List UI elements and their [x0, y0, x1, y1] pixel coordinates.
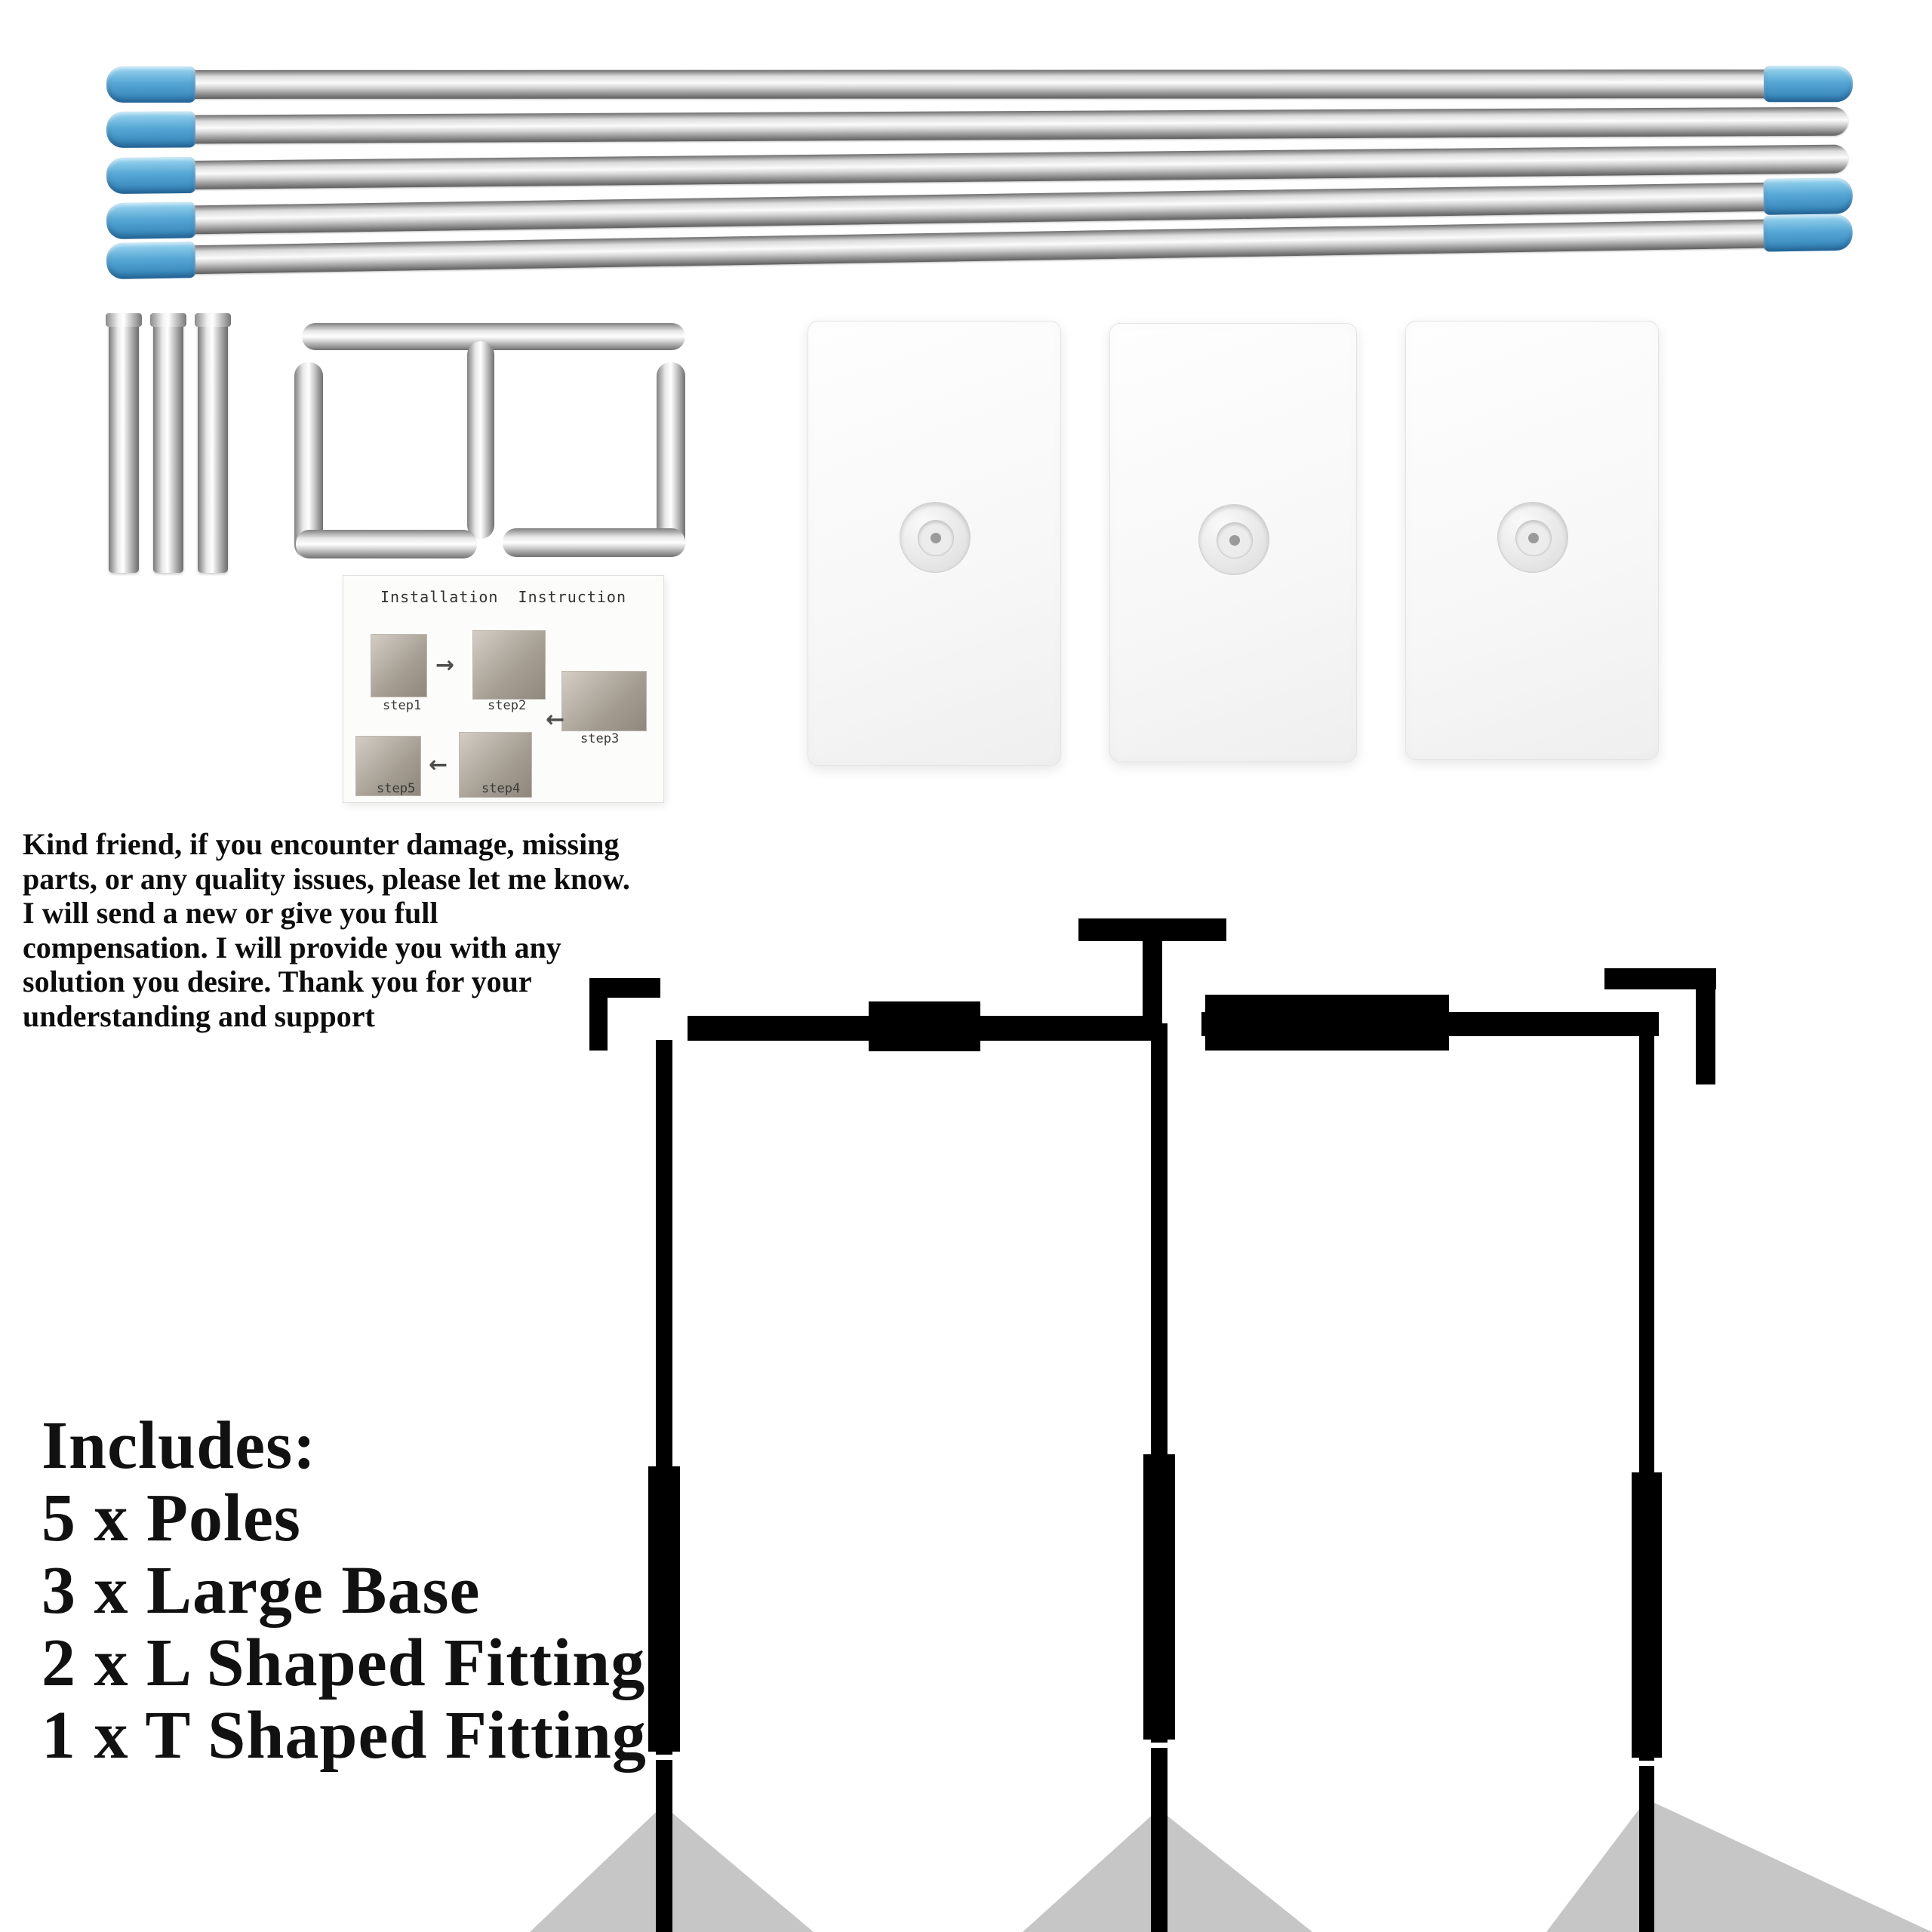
pole-end-cap [106, 111, 196, 149]
plate-hole-dot [1229, 535, 1240, 546]
instruction-step-photo [459, 732, 532, 798]
diagram-pole-joint-gap [1140, 1743, 1178, 1748]
diagram-base-triangle [1023, 1809, 1312, 1932]
includes-title: Includes: [42, 1408, 317, 1483]
diagram-crossbar-connector [869, 1001, 980, 1051]
diagram-pole-left-sleeve [648, 1466, 680, 1752]
pole-end-cap [1763, 214, 1854, 252]
diagram-crossbar-connector [1205, 995, 1449, 1051]
includes-item: 1 x T Shaped Fitting [42, 1698, 647, 1773]
diagram-base-triangle [1546, 1799, 1932, 1932]
instruction-step-photo [371, 634, 427, 697]
arrow-left-icon: ← [429, 752, 448, 778]
l-fitting-right-vertical [657, 362, 685, 557]
seller-notice-text: Kind friend, if you encounter damage, mi… [23, 827, 630, 1033]
step-label: step5 [377, 781, 416, 796]
diagram-pole-middle-sleeve [1143, 1454, 1175, 1740]
diagram-pole-joint-gap [645, 1755, 683, 1760]
plate-hole [900, 502, 971, 573]
pole-end-cap [106, 242, 196, 280]
instruction-step-photo [355, 736, 421, 796]
step-label: step1 [383, 698, 422, 713]
diagram-t-fitting-stem [1143, 937, 1162, 1028]
pole-end-cap [106, 156, 196, 195]
connector-tube [106, 313, 142, 573]
includes-item: 3 x Large Base [42, 1553, 481, 1628]
instruction-step-photo [472, 630, 546, 700]
pole-end-cap [106, 66, 196, 103]
pole-end-cap [106, 202, 196, 240]
instruction-sheet: Installation Instruction → ← ← step1 ste… [343, 575, 664, 803]
pole [106, 66, 1854, 103]
connector-tube [150, 313, 186, 573]
base-plate [808, 321, 1061, 766]
pole-end-cap [1763, 66, 1854, 103]
l-fitting-right-horizontal [503, 528, 685, 557]
l-fitting-left-horizontal [296, 530, 477, 558]
plate-hole [1198, 504, 1269, 575]
plate-hole-ring [918, 520, 954, 556]
plate-hole-ring [1217, 522, 1253, 558]
pole-bar [110, 144, 1849, 190]
l-fitting-left-vertical [294, 362, 323, 558]
pole [106, 106, 1849, 149]
pole-bar [110, 106, 1849, 144]
pole [106, 144, 1849, 195]
includes-item: 5 x Poles [42, 1481, 301, 1555]
connector-tube [195, 313, 231, 573]
includes-list: Includes: 5 x Poles 3 x Large Base 2 x L… [42, 1410, 647, 1772]
plate-hole [1497, 502, 1568, 573]
t-fitting-stem [467, 341, 494, 539]
base-plate [1109, 323, 1357, 762]
diagram-pole-right-sleeve [1632, 1472, 1662, 1758]
diagram-pole-joint-gap [1629, 1761, 1665, 1766]
diagram-right-corner-fitting [1696, 968, 1715, 1084]
plate-hole-dot [1528, 533, 1539, 543]
step-label: step3 [580, 731, 620, 746]
base-plate [1405, 321, 1659, 760]
plate-hole-ring [1515, 520, 1552, 556]
pole-end-cap [1763, 177, 1854, 215]
includes-item: 2 x L Shaped Fitting [42, 1626, 646, 1700]
step-label: step4 [481, 781, 521, 796]
arrow-left-icon: ← [546, 706, 565, 733]
arrow-right-icon: → [435, 652, 455, 678]
instruction-sheet-title: Installation Instruction [380, 588, 627, 606]
pole-bar [110, 69, 1849, 99]
step-label: step2 [488, 698, 527, 713]
plate-hole-dot [931, 533, 941, 543]
instruction-step-photo [561, 671, 647, 731]
diagram-left-corner-fitting [589, 978, 608, 1051]
t-fitting-bar [302, 323, 685, 350]
